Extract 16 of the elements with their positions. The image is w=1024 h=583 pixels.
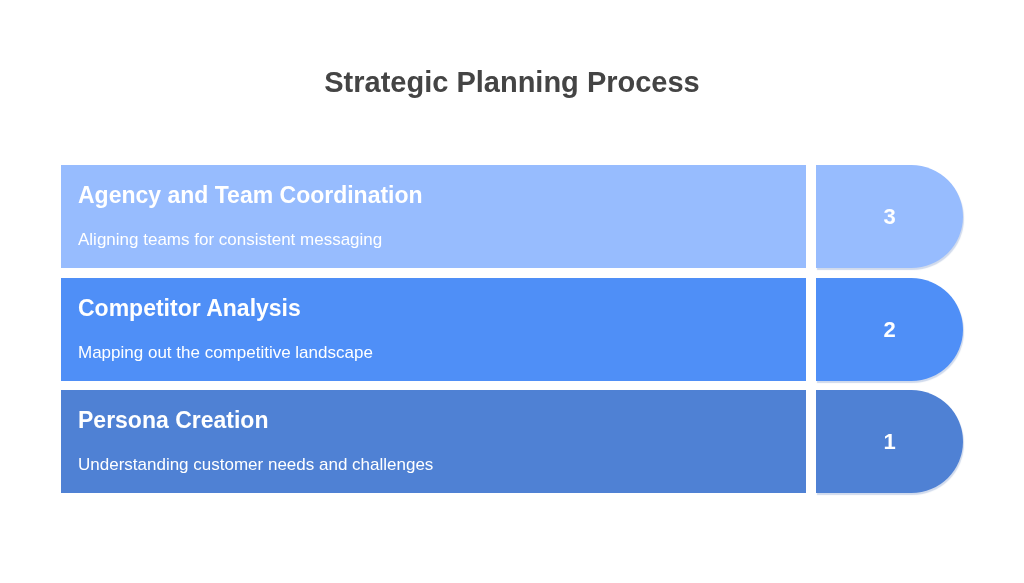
step-bar bbox=[61, 165, 806, 268]
step-heading: Persona Creation bbox=[78, 407, 269, 434]
step-number: 3 bbox=[883, 203, 896, 230]
number-tab bbox=[816, 165, 963, 268]
step-heading: Competitor Analysis bbox=[78, 295, 301, 322]
step-description: Understanding customer needs and challenges bbox=[78, 455, 434, 475]
step-number: 2 bbox=[883, 316, 896, 343]
number-tab bbox=[816, 278, 963, 381]
step-heading: Agency and Team Coordination bbox=[78, 182, 423, 209]
number-tab bbox=[816, 390, 963, 493]
step-description: Aligning teams for consistent messaging bbox=[78, 230, 383, 250]
step-description: Mapping out the competitive landscape bbox=[78, 343, 373, 363]
diagram-title: Strategic Planning Process bbox=[324, 66, 700, 99]
step-bar bbox=[61, 390, 806, 493]
step-number: 1 bbox=[883, 428, 896, 455]
step-bar bbox=[61, 278, 806, 381]
